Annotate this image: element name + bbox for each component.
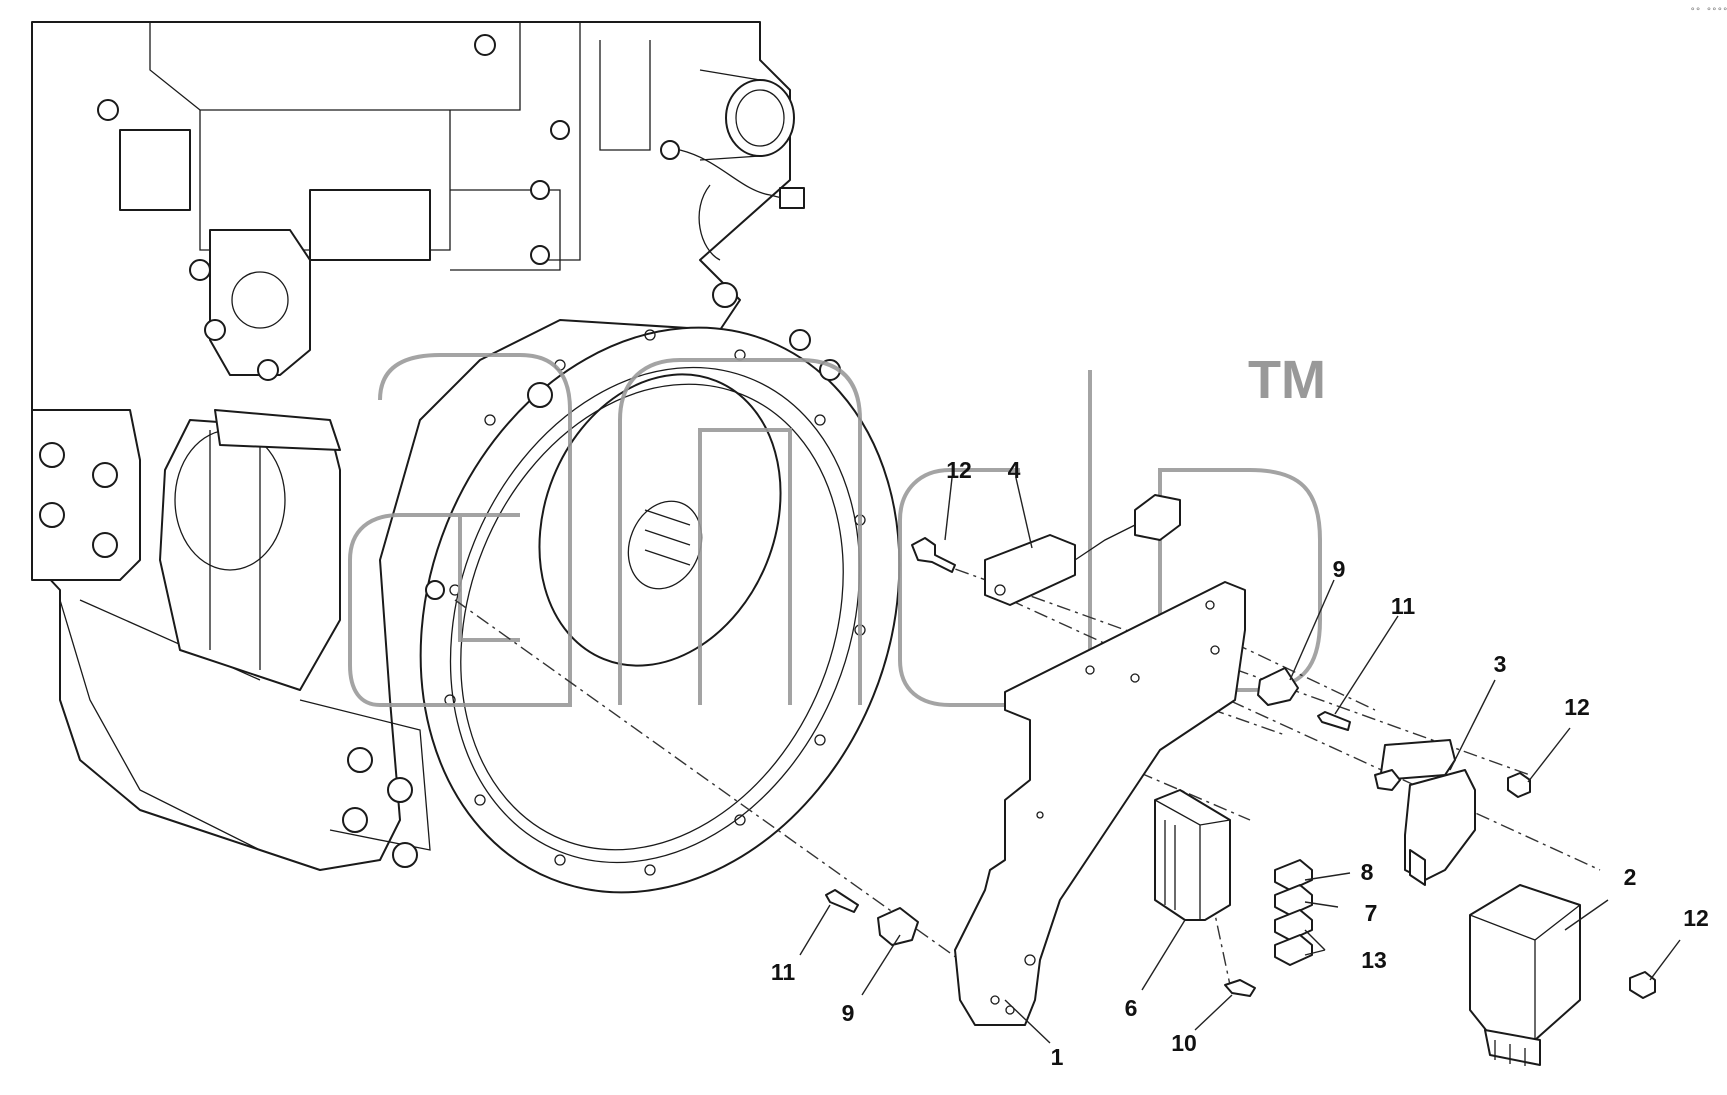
- callout-2: 2: [1624, 864, 1637, 890]
- callout-4: 4: [1008, 457, 1021, 483]
- watermark: TM: [348, 350, 1326, 750]
- part-12-bolt-c: [1629, 971, 1656, 999]
- part-11-bolt-a: [825, 889, 859, 913]
- flywheel-housing: [419, 326, 901, 894]
- part-9-clip-a: [877, 907, 919, 946]
- part-3-relay: [1379, 739, 1476, 886]
- part-11-bolt-b: [1317, 711, 1351, 731]
- part-2-control-unit: [1469, 884, 1581, 1066]
- manifold-flange: [209, 229, 311, 376]
- part-6-relay-box: [1154, 789, 1231, 921]
- corner-mark: °° °°°°: [1690, 7, 1727, 17]
- callout-11-a: 11: [1391, 593, 1416, 619]
- starter-motor: [159, 409, 341, 691]
- engine-bolts: [39, 34, 841, 868]
- callout-12-a: 12: [946, 457, 972, 483]
- callout-7: 7: [1365, 900, 1378, 926]
- part-9-clip-b: [1257, 667, 1299, 706]
- engine-block: [31, 21, 805, 871]
- callout-12-c: 12: [1683, 905, 1709, 931]
- part-10-screw: [1224, 979, 1256, 997]
- callout-11-b: 11: [771, 959, 796, 985]
- callout-13: 13: [1361, 947, 1387, 973]
- part-3-bolt: [1374, 769, 1401, 791]
- callout-3: 3: [1494, 651, 1507, 677]
- trademark-symbol: TM: [1248, 350, 1326, 410]
- callout-6: 6: [1125, 995, 1138, 1021]
- flywheel: [538, 373, 782, 667]
- harness-plug: [779, 187, 805, 209]
- part-1-mounting-bracket: [954, 581, 1246, 1026]
- callout-10: 10: [1171, 1030, 1197, 1056]
- part-12-bolt-a: [911, 537, 956, 573]
- callout-8: 8: [1361, 859, 1374, 885]
- part-4-sensor-module: [984, 494, 1181, 606]
- part-1-holes: [990, 600, 1220, 1015]
- callout-9-a: 9: [1333, 556, 1346, 582]
- parts-7-8-13-terminal-clips: [1274, 859, 1313, 966]
- engine-mount-plate: [31, 409, 141, 581]
- callout-labels: 1 2 3 4 6 7 8 9 9 10 11 11 12 12 12 13: [771, 457, 1709, 1070]
- callout-12-b: 12: [1564, 694, 1590, 720]
- callout-9-b: 9: [842, 1000, 855, 1026]
- flywheel-hub: [627, 500, 703, 590]
- callout-1: 1: [1051, 1044, 1064, 1070]
- leader-lines: [799, 477, 1681, 1044]
- part-12-bolt-b: [1507, 772, 1531, 798]
- part-4-connector: [1134, 494, 1181, 541]
